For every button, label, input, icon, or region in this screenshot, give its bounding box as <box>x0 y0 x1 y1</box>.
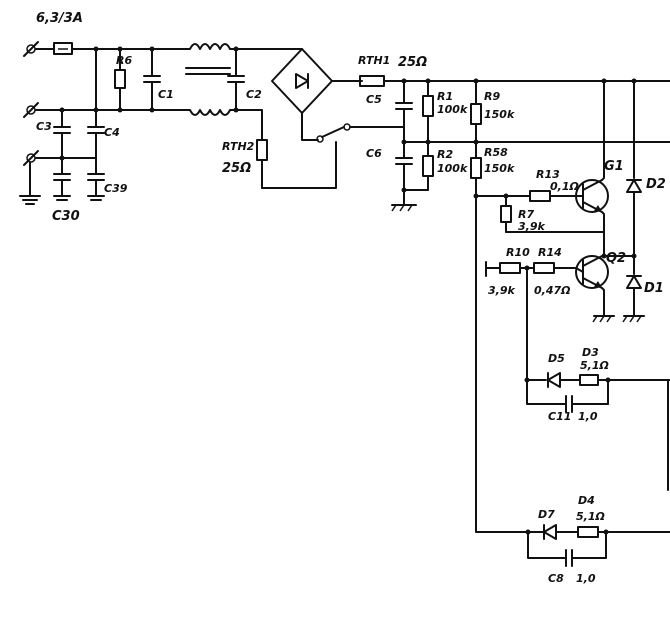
label-rth2-value: 25Ω <box>222 161 251 176</box>
diode-d7 <box>527 524 579 540</box>
thermistor-rth2 <box>256 139 268 189</box>
label-r9: R9 <box>484 90 500 103</box>
label-d4: D4 <box>578 494 595 507</box>
capacitor-c11 <box>547 379 609 413</box>
label-c2: C2 <box>246 88 262 101</box>
label-r10: R10 <box>506 246 530 259</box>
resistor-r9 <box>470 80 482 143</box>
capacitor-c2 <box>227 48 245 111</box>
resistor-r14 <box>533 262 577 274</box>
label-fuse: 6,3/3A <box>36 11 83 26</box>
label-d1: D1 <box>644 281 664 296</box>
label-r13-value: 0,1Ω <box>550 180 579 193</box>
label-r14: R14 <box>538 246 562 259</box>
capacitor-c8 <box>527 531 607 567</box>
ground-symbol-d1 <box>622 315 645 323</box>
label-c1: C1 <box>158 88 174 101</box>
label-rth1: RTH1 <box>358 54 390 67</box>
label-r58-value: 150k <box>484 162 515 175</box>
label-d3: D3 <box>582 346 599 359</box>
label-c30: C30 <box>52 209 80 224</box>
label-c8-value: 1,0 <box>576 572 596 585</box>
label-r1-value: 100k <box>437 103 468 116</box>
input-arrow-q2 <box>485 261 501 277</box>
fuse <box>35 42 97 55</box>
label-r7-value: 3,9k <box>518 220 545 233</box>
resistor-r1 <box>422 80 434 143</box>
label-g1: G1 <box>604 159 624 174</box>
transistor-q2 <box>575 255 609 289</box>
label-d7: D7 <box>538 508 555 521</box>
label-c5: C5 <box>366 93 382 106</box>
label-c6: C6 <box>366 147 382 160</box>
diode-d5 <box>547 372 581 388</box>
capacitor-c30 <box>53 157 71 201</box>
diode-d2 <box>626 80 642 257</box>
label-c8: C8 <box>548 572 564 585</box>
label-r7: R7 <box>518 208 534 221</box>
label-c4: C4 <box>104 126 120 139</box>
earth-ground-symbol <box>19 162 41 205</box>
label-r2-value: 100k <box>437 162 468 175</box>
label-d3-value: 5,1Ω <box>580 359 609 372</box>
ground-symbol-bulk <box>391 189 417 212</box>
capacitor-c1 <box>143 48 161 111</box>
voltage-selector-switch[interactable] <box>316 123 351 143</box>
capacitor-c6 <box>395 141 413 191</box>
label-c11-value: 1,0 <box>578 410 598 423</box>
label-r1: R1 <box>437 90 453 103</box>
label-r14-value: 0,47Ω <box>534 284 571 297</box>
label-r10-value: 3,9k <box>488 284 515 297</box>
label-r13: R13 <box>536 168 560 181</box>
label-d4-value: 5,1Ω <box>576 510 605 523</box>
label-r9-value: 150k <box>484 108 515 121</box>
bridge-rectifier <box>271 48 333 114</box>
resistor-r13 <box>529 190 577 202</box>
capacitor-c3 <box>53 109 71 159</box>
resistor-r7 <box>500 195 512 233</box>
resistor-d3 <box>579 374 670 386</box>
label-q2: Q2 <box>606 251 626 266</box>
resistor-r2 <box>422 141 434 191</box>
diode-d1 <box>626 255 642 317</box>
ground-symbol-q2 <box>592 315 615 323</box>
label-rth1-value: 25Ω <box>398 55 427 70</box>
resistor-d4 <box>577 526 670 538</box>
thermistor-rth1 <box>331 75 405 87</box>
capacitor-c4 <box>87 109 105 159</box>
label-d2: D2 <box>646 177 666 192</box>
resistor-r6 <box>114 48 126 111</box>
transistor-g1 <box>575 179 609 213</box>
label-r2: R2 <box>437 148 453 161</box>
label-c39: C39 <box>104 182 128 195</box>
label-c11: C11 <box>548 410 571 423</box>
resistor-r58 <box>470 141 482 197</box>
label-r58: R58 <box>484 146 508 159</box>
label-c3: C3 <box>36 120 52 133</box>
line-filter-choke <box>181 43 237 116</box>
label-d5: D5 <box>548 352 565 365</box>
capacitor-c5 <box>395 80 413 143</box>
label-rth2: RTH2 <box>222 140 255 153</box>
capacitor-c39 <box>87 157 105 201</box>
label-r6: R6 <box>116 54 132 67</box>
